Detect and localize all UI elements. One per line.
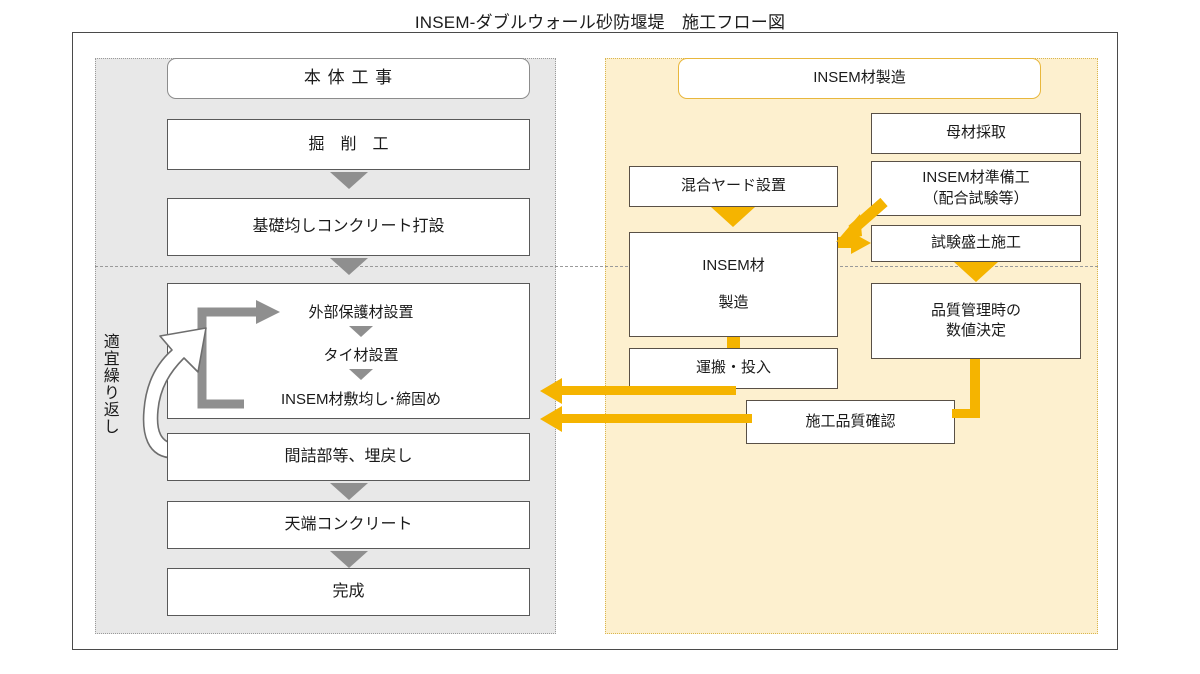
arrow-left-icon [540,378,562,404]
label-line-1: INSEM材 [702,257,765,275]
substep-external-protection: 外部保護材設置 [308,304,414,321]
step-insem-manufacturing[interactable]: INSEM材 製造 [629,232,838,337]
step-foundation-concrete[interactable]: 基礎均しコンクリート打設 [167,198,530,256]
connector-values-to-check [952,409,980,418]
header-insem-production: INSEM材製造 [678,58,1041,99]
arrow-down-icon [330,551,368,568]
substep-insem-spread-compact: INSEM材敷均し･締固め [280,391,441,408]
header-main-construction: 本 体 工 事 [167,58,530,99]
step-transport-placement[interactable]: 運搬・投入 [629,348,838,389]
step-crest-concrete[interactable]: 天端コンクリート [167,501,530,549]
step-insem-preparation[interactable]: INSEM材準備工 （配合試験等） [871,161,1081,216]
page-title: INSEM-ダブルウォール砂防堰堤 施工フロー図 [414,13,786,32]
arrow-down-icon [711,207,755,227]
connector-manufacturing-to-test [838,237,856,248]
group-repeat-steps [167,283,530,419]
label-line-1: INSEM材準備工 [922,169,1030,187]
step-base-material-collection[interactable]: 母材採取 [871,113,1081,154]
feedback-line-quality-check [562,414,752,423]
arrow-right-icon [851,232,871,254]
phase-separator-dashed-line [95,266,1098,267]
step-quality-control-values[interactable]: 品質管理時の 数値決定 [871,283,1081,359]
connector-values-down [970,359,980,417]
step-construction-quality-check[interactable]: 施工品質確認 [746,400,955,444]
label-line-2: 数値決定 [945,322,1006,339]
arrow-down-icon [954,262,998,282]
step-completion[interactable]: 完成 [167,568,530,616]
arrow-down-icon [330,258,368,275]
loop-bracket-arrow-icon [197,300,280,409]
step-mixing-yard[interactable]: 混合ヤード設置 [629,166,838,207]
step-backfill[interactable]: 間詰部等、埋戻し [167,433,530,481]
label-line-2: （配合試験等） [923,189,1029,207]
label-line-1: 品質管理時の [930,301,1021,319]
label-line-2: 製造 [718,293,749,311]
repeat-note-label: 適宜繰り返し [100,333,118,435]
repeat-curved-arrow-icon [142,327,211,459]
arrow-down-icon [349,369,373,380]
arrow-down-icon [330,483,368,500]
arrow-down-icon [330,172,368,189]
step-test-embankment[interactable]: 試験盛土施工 [871,225,1081,262]
arrow-down-icon [349,326,373,337]
step-excavation[interactable]: 掘 削 工 [167,119,530,170]
feedback-line-transport [562,386,736,395]
arrow-left-icon [540,406,562,432]
substep-tie-material: タイ材設置 [323,347,399,364]
connector-manufacturing-to-transport [727,337,740,348]
